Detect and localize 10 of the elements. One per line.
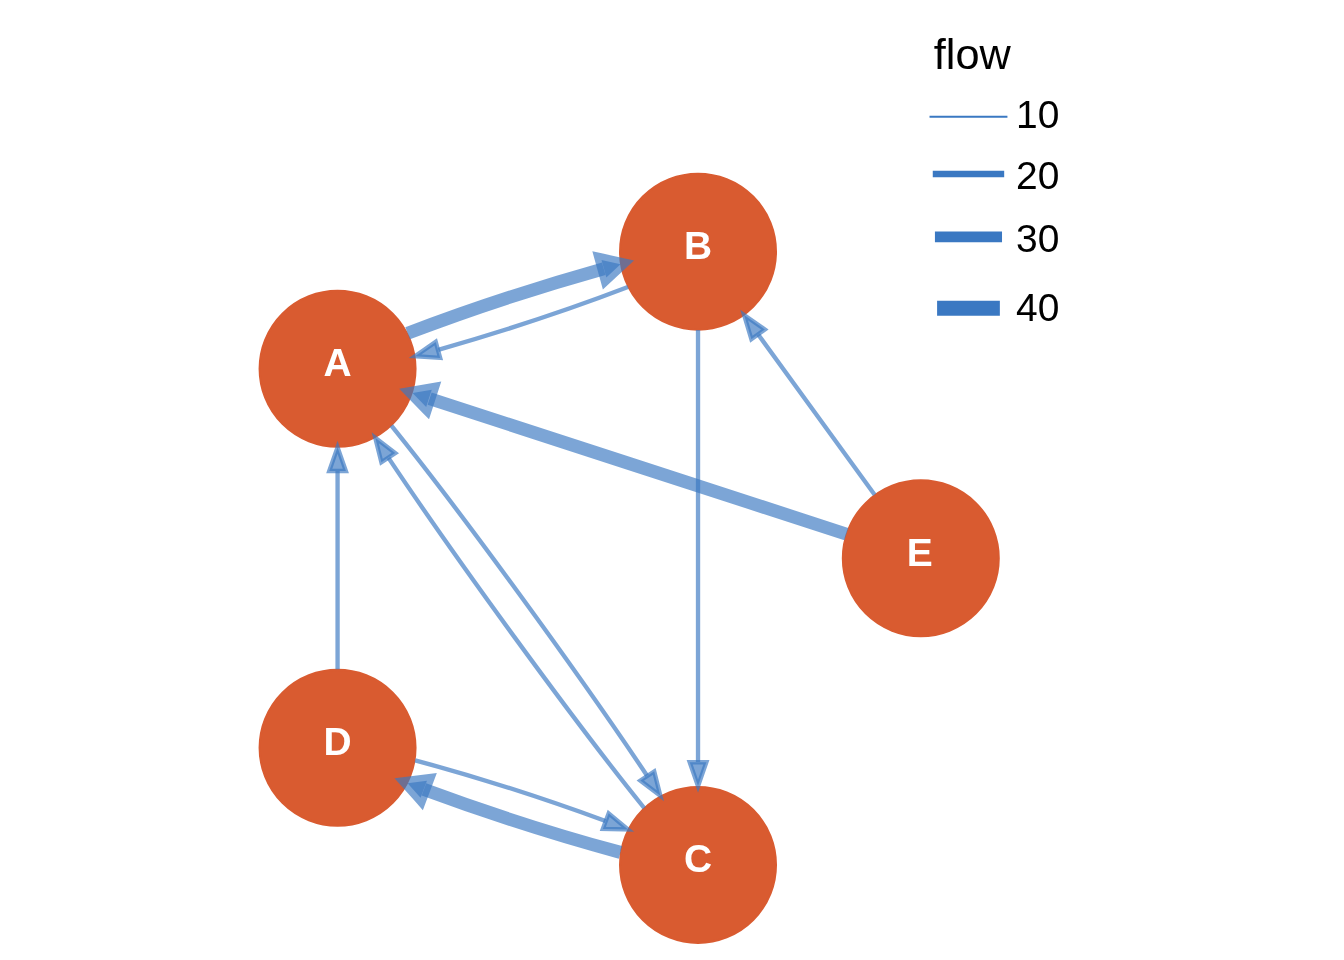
node-circle: D: [258, 668, 417, 827]
legend-label: 20: [1015, 154, 1059, 198]
legend-label: 40: [1015, 286, 1059, 330]
legend-label: 10: [1015, 93, 1059, 137]
node-circle: C: [618, 785, 777, 944]
node-circle: E: [841, 479, 1000, 638]
node-circle: B: [618, 172, 777, 331]
node-circle: A: [258, 289, 417, 448]
legend-label: 30: [1015, 216, 1059, 260]
label: flow: [933, 30, 1011, 79]
